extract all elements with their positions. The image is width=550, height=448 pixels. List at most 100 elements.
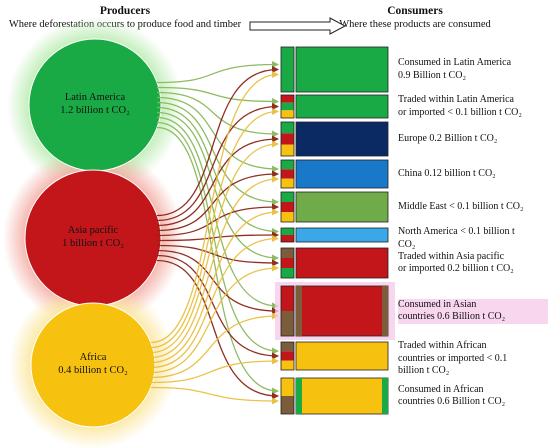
- source-mix-bar: [280, 341, 295, 371]
- source-mix-segment: [281, 342, 294, 352]
- consumer-box-8: [280, 341, 389, 371]
- consumer-volume-box: [295, 159, 389, 189]
- consumer-volume-box: [295, 46, 389, 93]
- latin-producer-name: Latin America: [64, 92, 126, 103]
- flow-arrow-latin-to-5: [156, 106, 279, 235]
- consumer-label-2: Europe 0.2 Billion t CO₂: [398, 132, 498, 144]
- consumer-volume-box: [295, 191, 389, 223]
- flow-arrow-latin-to-0: [156, 61, 279, 84]
- flow-arrow-africa-to-3: [150, 175, 279, 359]
- source-mix-segment: [281, 102, 294, 111]
- consumer-box-4: [280, 191, 389, 223]
- source-mix-segment: [281, 286, 294, 311]
- consumer-box-2: [280, 121, 389, 157]
- consumer-label-1: Traded within Latin America or imported …: [398, 94, 522, 118]
- source-mix-bar: [280, 46, 295, 93]
- consumer-label-6: Traded within Asia pacific or imported 0…: [398, 250, 514, 275]
- consumer-box-7: [275, 282, 395, 340]
- flow-arrow-latin-to-7: [156, 116, 279, 310]
- africa-producer-label: Africa 0.4 billion t CO₂: [33, 351, 153, 377]
- flow-arrow-latin-to-2: [156, 91, 279, 138]
- consumers-subtitle: Where these products are consumed: [339, 19, 491, 30]
- flow-arrow-asia-to-0: [156, 66, 279, 217]
- consumer-volume-box: [295, 285, 389, 337]
- latin-producer-value: 1.2 billion t CO₂: [60, 105, 130, 116]
- consumer-volume-box: [295, 94, 389, 119]
- source-mix-segment: [281, 378, 294, 396]
- consumer-edge-strip: [382, 378, 388, 414]
- consumers-header: Consumers Where these products are consu…: [280, 5, 550, 31]
- source-mix-bar: [280, 247, 295, 279]
- source-mix-bar: [280, 285, 295, 337]
- africa-producer-name: Africa: [79, 352, 107, 363]
- consumer-box-6: [280, 247, 389, 279]
- consumer-edge-strip: [296, 378, 302, 414]
- flow-arrow-africa-to-8: [150, 357, 279, 384]
- africa-producer-value: 0.4 billion t CO₂: [58, 365, 128, 376]
- source-mix-segment: [281, 311, 294, 336]
- consumer-label-7: Consumed in Asian countries 0.6 Billion …: [398, 298, 548, 324]
- latin-producer-label: Latin America 1.2 billion t CO₂: [35, 91, 155, 117]
- source-mix-segment: [281, 144, 294, 156]
- source-mix-segment: [281, 258, 294, 268]
- flow-arrow-asia-to-2: [156, 135, 279, 227]
- source-mix-bar: [280, 121, 295, 157]
- flow-arrow-africa-to-0: [150, 71, 279, 344]
- source-mix-segment: [281, 169, 294, 179]
- flow-arrow-africa-to-1: [150, 108, 279, 349]
- source-mix-segment: [281, 248, 294, 258]
- source-mix-segment: [281, 396, 294, 414]
- flow-arrow-latin-to-4: [156, 101, 279, 206]
- flow-arrow-asia-to-1: [156, 103, 279, 222]
- flow-arrow-latin-to-3: [156, 96, 279, 173]
- consumer-label-8: Traded within African countries or impor…: [398, 340, 508, 376]
- source-mix-segment: [281, 133, 294, 145]
- flow-arrow-asia-to-8: [156, 254, 279, 360]
- source-mix-bar: [280, 191, 295, 223]
- flow-arrow-africa-to-2: [150, 140, 279, 354]
- producers-title: Producers: [99, 5, 151, 17]
- flow-arrow-africa-to-9: [150, 386, 279, 405]
- consumer-label-0: Consumed in Latin America 0.9 Billion t …: [398, 57, 512, 81]
- source-mix-segment: [281, 192, 294, 202]
- source-mix-segment: [281, 360, 294, 370]
- flow-arrow-latin-to-1: [156, 86, 279, 105]
- source-mix-segment: [281, 122, 294, 134]
- source-mix-segment: [281, 212, 294, 222]
- source-mix-segment: [281, 160, 294, 170]
- source-mix-segment: [281, 351, 294, 361]
- asia-producer-label: Asia pacific 1 billion t CO₂: [33, 224, 153, 250]
- flow-arrow-africa-to-5: [150, 235, 279, 369]
- flow-arrow-asia-to-4: [156, 203, 279, 237]
- source-mix-segment: [281, 95, 294, 103]
- consumer-volume-box: [295, 247, 389, 279]
- source-mix-segment: [281, 268, 294, 278]
- flow-arrow-asia-to-7: [156, 249, 279, 315]
- asia-producer-name: Asia pacific: [67, 225, 119, 236]
- consumer-box-3: [280, 159, 389, 189]
- flow-arrow-asia-to-3: [156, 170, 279, 232]
- consumer-volume-box: [295, 377, 389, 415]
- source-mix-segment: [281, 178, 294, 188]
- asia-producer-value: 1 billion t CO₂: [62, 238, 124, 249]
- flow-arrow-africa-to-7: [150, 312, 279, 379]
- source-mix-segment: [281, 202, 294, 212]
- flow-arrow-latin-to-6: [156, 111, 279, 262]
- consumer-edge-strip: [296, 286, 302, 336]
- africa-producer-circle: [30, 302, 156, 428]
- flow-arrow-africa-to-6: [150, 264, 279, 374]
- consumer-volume-box: [295, 341, 389, 371]
- source-mix-bar: [280, 377, 295, 415]
- flow-arrow-asia-to-6: [156, 244, 279, 267]
- consumer-box-1: [280, 94, 389, 119]
- consumer-edge-strip: [382, 286, 388, 336]
- source-mix-segment: [281, 228, 294, 235]
- consumers-title: Consumers: [387, 5, 443, 17]
- consumer-volume-box: [295, 227, 389, 243]
- flow-arrow-africa-to-4: [150, 208, 279, 364]
- source-mix-segment: [281, 235, 294, 242]
- source-mix-bar: [280, 227, 295, 243]
- flow-arrow-asia-to-9: [156, 259, 279, 400]
- source-mix-bar: [280, 159, 295, 189]
